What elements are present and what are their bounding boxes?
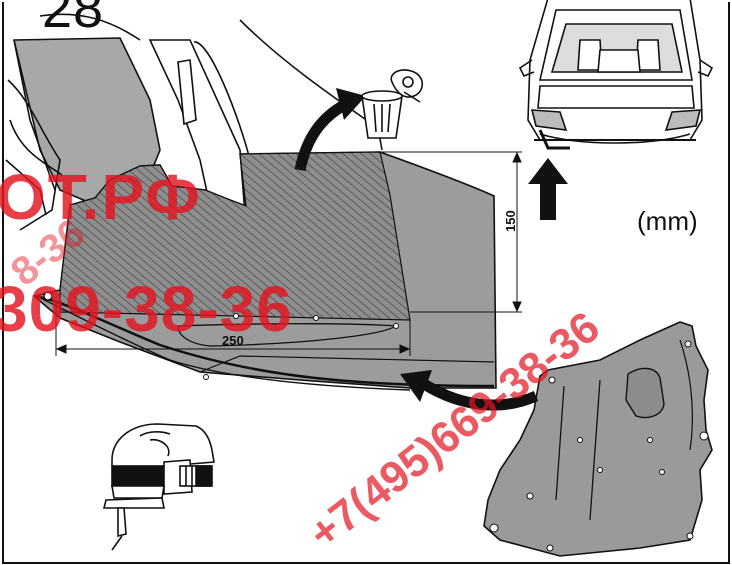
jigsaw-icon [102, 423, 215, 551]
splash-guard [32, 151, 497, 391]
vehicle-rear-icon [518, 0, 714, 150]
splash-guard-detached [483, 321, 713, 557]
step-number: 28 [42, 0, 105, 39]
width-dimension-label: 250 [222, 333, 244, 348]
arrow-up-icon [528, 158, 568, 220]
curved-arrow-icon [294, 88, 366, 172]
height-dimension-label: 150 [503, 210, 518, 232]
wheel-arch-structure [5, 13, 383, 231]
clip-icon [390, 69, 424, 103]
unit-label: (mm) [637, 206, 698, 236]
dimension-marks [55, 151, 522, 356]
curved-arrow-icon [400, 370, 539, 411]
trash-bin-icon [361, 90, 403, 139]
